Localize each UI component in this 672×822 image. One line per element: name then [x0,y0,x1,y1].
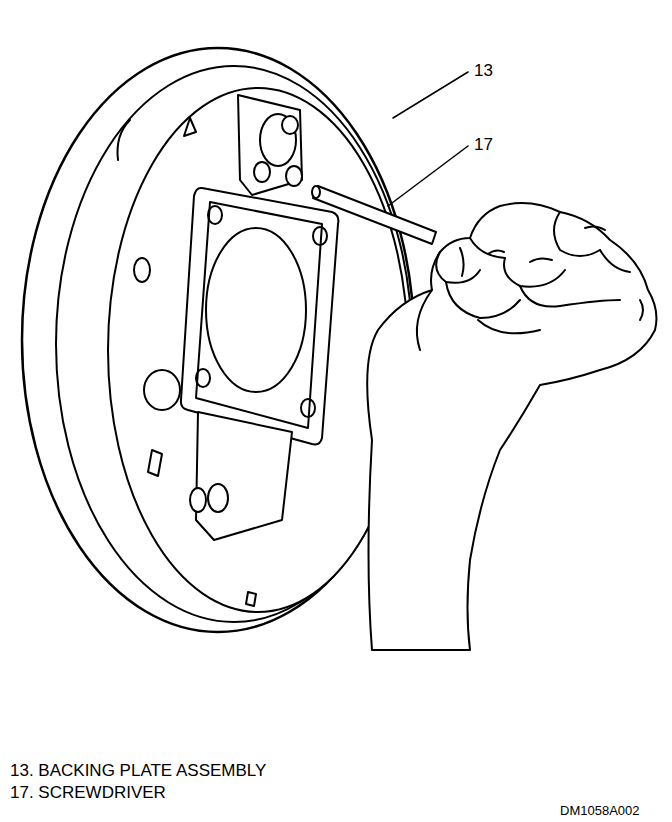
part-list-entry: 13. BACKING PLATE ASSEMBLY [10,762,266,781]
callout-number: 17 [474,136,493,155]
callout-number: 13 [474,62,493,81]
part-list-entry: 17. SCREWDRIVER [10,784,166,803]
figure-id: DM1058A002 [560,804,640,818]
